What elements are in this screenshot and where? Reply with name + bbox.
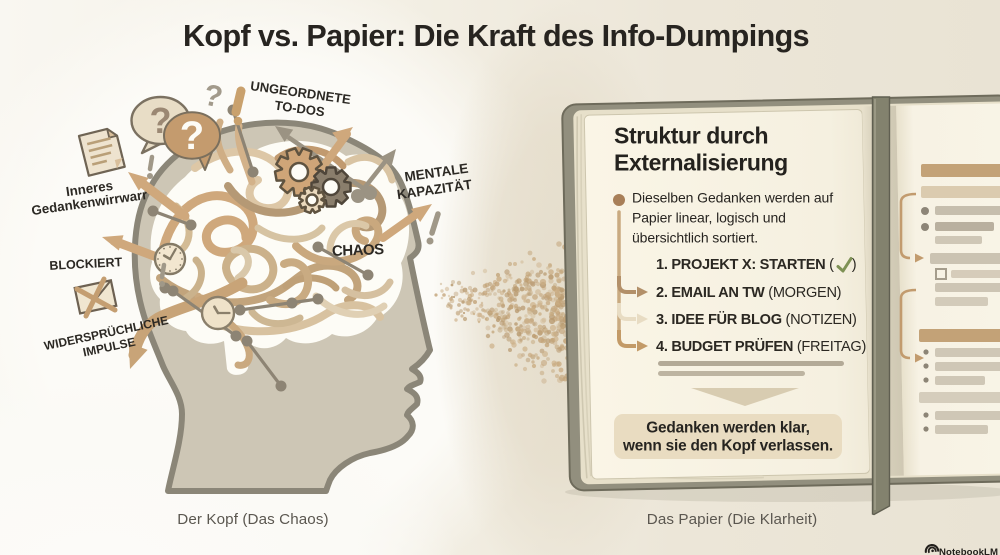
svg-text:3. IDEE FÜR BLOG (NOTIZEN): 3. IDEE FÜR BLOG (NOTIZEN) xyxy=(656,311,857,328)
svg-text:BLOCKIERT: BLOCKIERT xyxy=(49,255,123,273)
svg-text:Der Kopf (Das Chaos): Der Kopf (Das Chaos) xyxy=(177,511,328,528)
svg-text:?: ? xyxy=(180,114,204,158)
svg-text:Inneres: Inneres xyxy=(65,178,114,199)
svg-text:wenn sie den Kopf verlassen.: wenn sie den Kopf verlassen. xyxy=(622,438,833,455)
svg-text:1. PROJEKT X: STARTEN (): 1. PROJEKT X: STARTEN () xyxy=(656,257,856,273)
svg-text:übersichtlich sortiert.: übersichtlich sortiert. xyxy=(632,230,758,246)
svg-text:Struktur durch: Struktur durch xyxy=(614,123,768,149)
svg-text:2. EMAIL AN TW (MORGEN): 2. EMAIL AN TW (MORGEN) xyxy=(656,285,841,301)
svg-text:NotebookLM: NotebookLM xyxy=(939,547,998,555)
svg-text:4. BUDGET PRÜFEN (FREITAG): 4. BUDGET PRÜFEN (FREITAG) xyxy=(656,338,866,355)
svg-text:TO-DOS: TO-DOS xyxy=(274,98,326,120)
svg-text:Externalisierung: Externalisierung xyxy=(614,150,788,176)
svg-text:Dieselben Gedanken werden auf: Dieselben Gedanken werden auf xyxy=(632,190,833,206)
svg-text:Gedanken werden klar,: Gedanken werden klar, xyxy=(646,420,809,437)
svg-text:Papier linear, logisch und: Papier linear, logisch und xyxy=(632,210,786,226)
svg-text:Kopf vs. Papier: Die Kraft des: Kopf vs. Papier: Die Kraft des Info-Dump… xyxy=(183,19,809,53)
svg-text:CHAOS: CHAOS xyxy=(332,241,385,260)
svg-text:Das Papier (Die Klarheit): Das Papier (Die Klarheit) xyxy=(647,511,817,528)
